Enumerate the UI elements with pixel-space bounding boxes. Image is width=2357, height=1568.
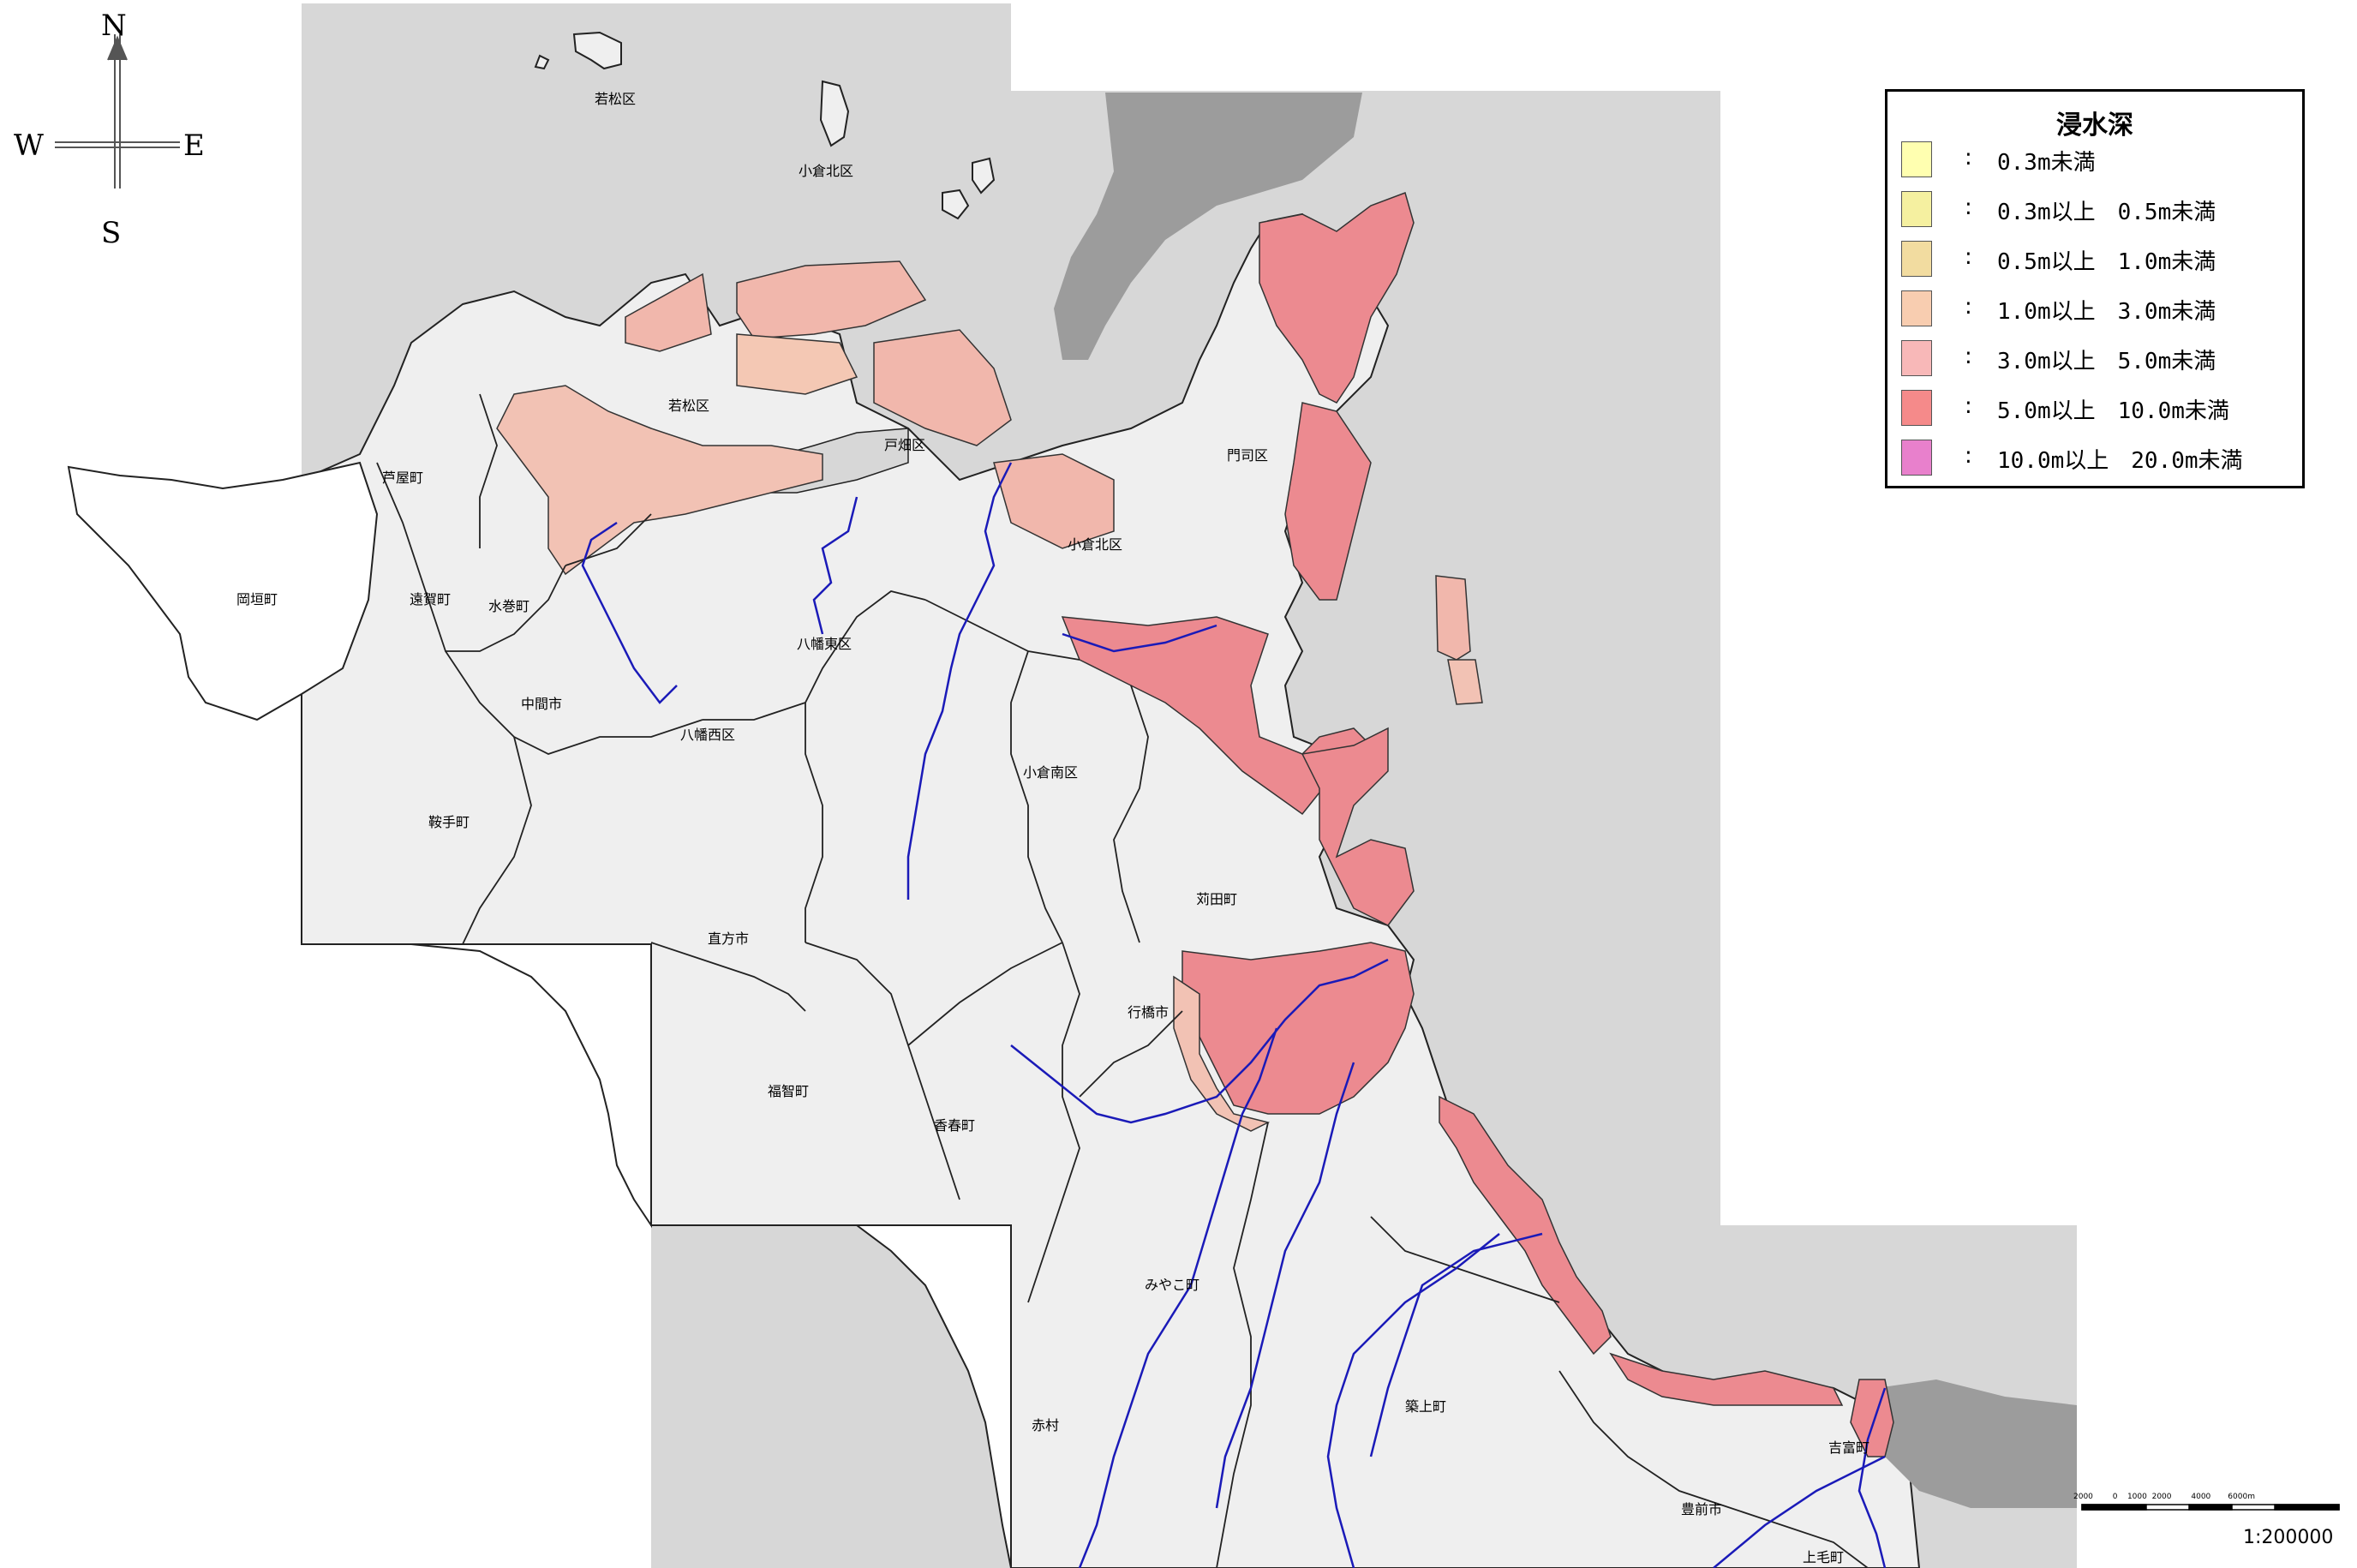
islands: [534, 31, 996, 220]
legend-item: :10.0m以上 20.0m未満: [1901, 438, 2294, 481]
legend-swatch: [1901, 141, 1932, 177]
place-label: 小倉北区: [798, 163, 854, 179]
legend-item: :0.3m未満: [1901, 140, 2294, 183]
legend-item: :5.0m以上 10.0m未満: [1901, 388, 2294, 431]
legend-swatch: [1901, 241, 1932, 277]
place-label: 芦屋町: [381, 470, 424, 486]
scale-ticks: 2000 0 1000 2000 4000 6000m: [2073, 1493, 2255, 1501]
flood-zone: [1181, 942, 1415, 1115]
place-label: 戸畑区: [883, 437, 926, 453]
place-label: 八幡東区: [796, 636, 852, 652]
flood-zone: [736, 260, 927, 339]
legend-separator: :: [1965, 393, 1972, 419]
legend-item: :3.0m以上 5.0m未満: [1901, 338, 2294, 381]
compass-east-label: E: [183, 129, 205, 163]
place-label: 香春町: [933, 1117, 976, 1134]
legend-label: 3.0m以上 5.0m未満: [1997, 349, 2216, 374]
legend: 浸水深 :0.3m未満:0.3m以上 0.5m未満:0.5m以上 1.0m未満:…: [1885, 89, 2305, 488]
flood-zone: [1284, 402, 1372, 601]
place-label: 赤村: [1031, 1417, 1060, 1433]
flood-zone: [1609, 1352, 1844, 1406]
flood-zone: [1447, 659, 1483, 705]
flood-zone: [993, 453, 1115, 549]
scale-bar: [2081, 1504, 2340, 1511]
legend-label: 0.3m未満: [1997, 150, 2096, 176]
flood-zone: [1301, 727, 1415, 926]
place-label: 上毛町: [1802, 1549, 1845, 1565]
legend-swatch: [1901, 440, 1932, 476]
place-label: 吉富町: [1828, 1439, 1870, 1456]
place-label: 小倉北区: [1067, 536, 1123, 553]
legend-label: 1.0m以上 3.0m未満: [1997, 299, 2216, 325]
legend-label: 10.0m以上 20.0m未満: [1997, 448, 2243, 474]
place-label: 門司区: [1226, 447, 1269, 464]
place-label: 水巻町: [488, 598, 530, 614]
legend-swatch: [1901, 191, 1932, 227]
place-label: 若松区: [667, 398, 710, 414]
compass-rose: [55, 34, 180, 189]
flood-zone: [873, 329, 1012, 446]
flood-zone: [1439, 1095, 1612, 1356]
legend-swatch: [1901, 340, 1932, 376]
flood-zone: [1435, 575, 1471, 661]
place-label: 岡垣町: [236, 591, 278, 607]
scale-ratio: 1:200000: [2243, 1527, 2334, 1548]
place-label: 小倉南区: [1022, 764, 1079, 781]
legend-separator: :: [1965, 145, 1972, 171]
compass-west-label: W: [14, 129, 44, 163]
legend-separator: :: [1965, 443, 1972, 469]
flood-zones: [496, 192, 1894, 1457]
legend-swatch: [1901, 390, 1932, 426]
legend-item: :0.5m以上 1.0m未満: [1901, 239, 2294, 282]
legend-item: :0.3m以上 0.5m未満: [1901, 189, 2294, 232]
place-label: 鞍手町: [428, 814, 470, 830]
place-label: 築上町: [1404, 1398, 1447, 1415]
legend-label: 5.0m以上 10.0m未満: [1997, 398, 2229, 424]
place-label: 中間市: [520, 696, 563, 712]
admin-boundaries: [376, 393, 1869, 1568]
place-label: 直方市: [707, 931, 750, 947]
flood-zone: [1259, 192, 1415, 404]
legend-item: :1.0m以上 3.0m未満: [1901, 289, 2294, 332]
flood-zone: [496, 385, 823, 576]
flood-zone: [625, 272, 712, 352]
compass-south-label: S: [101, 216, 122, 250]
place-label: みやこ町: [1144, 1277, 1200, 1293]
place-label: 行橋市: [1127, 1004, 1170, 1020]
legend-swatch: [1901, 290, 1932, 326]
legend-title: 浸水深: [2056, 111, 2133, 141]
legend-separator: :: [1965, 244, 1972, 270]
place-label: 八幡西区: [679, 727, 736, 743]
place-label: 福智町: [767, 1083, 810, 1099]
place-label: 若松区: [594, 91, 637, 107]
rivers: [581, 462, 1887, 1568]
compass-north-label: N: [101, 9, 127, 43]
dark-landmass: [1054, 93, 2077, 1508]
flood-zone: [1061, 616, 1373, 816]
flood-zone: [736, 333, 858, 395]
place-label: 遠賀町: [409, 591, 452, 607]
legend-label: 0.3m以上 0.5m未満: [1997, 200, 2216, 225]
legend-label: 0.5m以上 1.0m未満: [1997, 249, 2216, 275]
place-label: 苅田町: [1195, 891, 1238, 907]
legend-separator: :: [1965, 344, 1972, 369]
legend-separator: :: [1965, 195, 1972, 220]
place-label: 豊前市: [1680, 1501, 1723, 1517]
legend-separator: :: [1965, 294, 1972, 320]
